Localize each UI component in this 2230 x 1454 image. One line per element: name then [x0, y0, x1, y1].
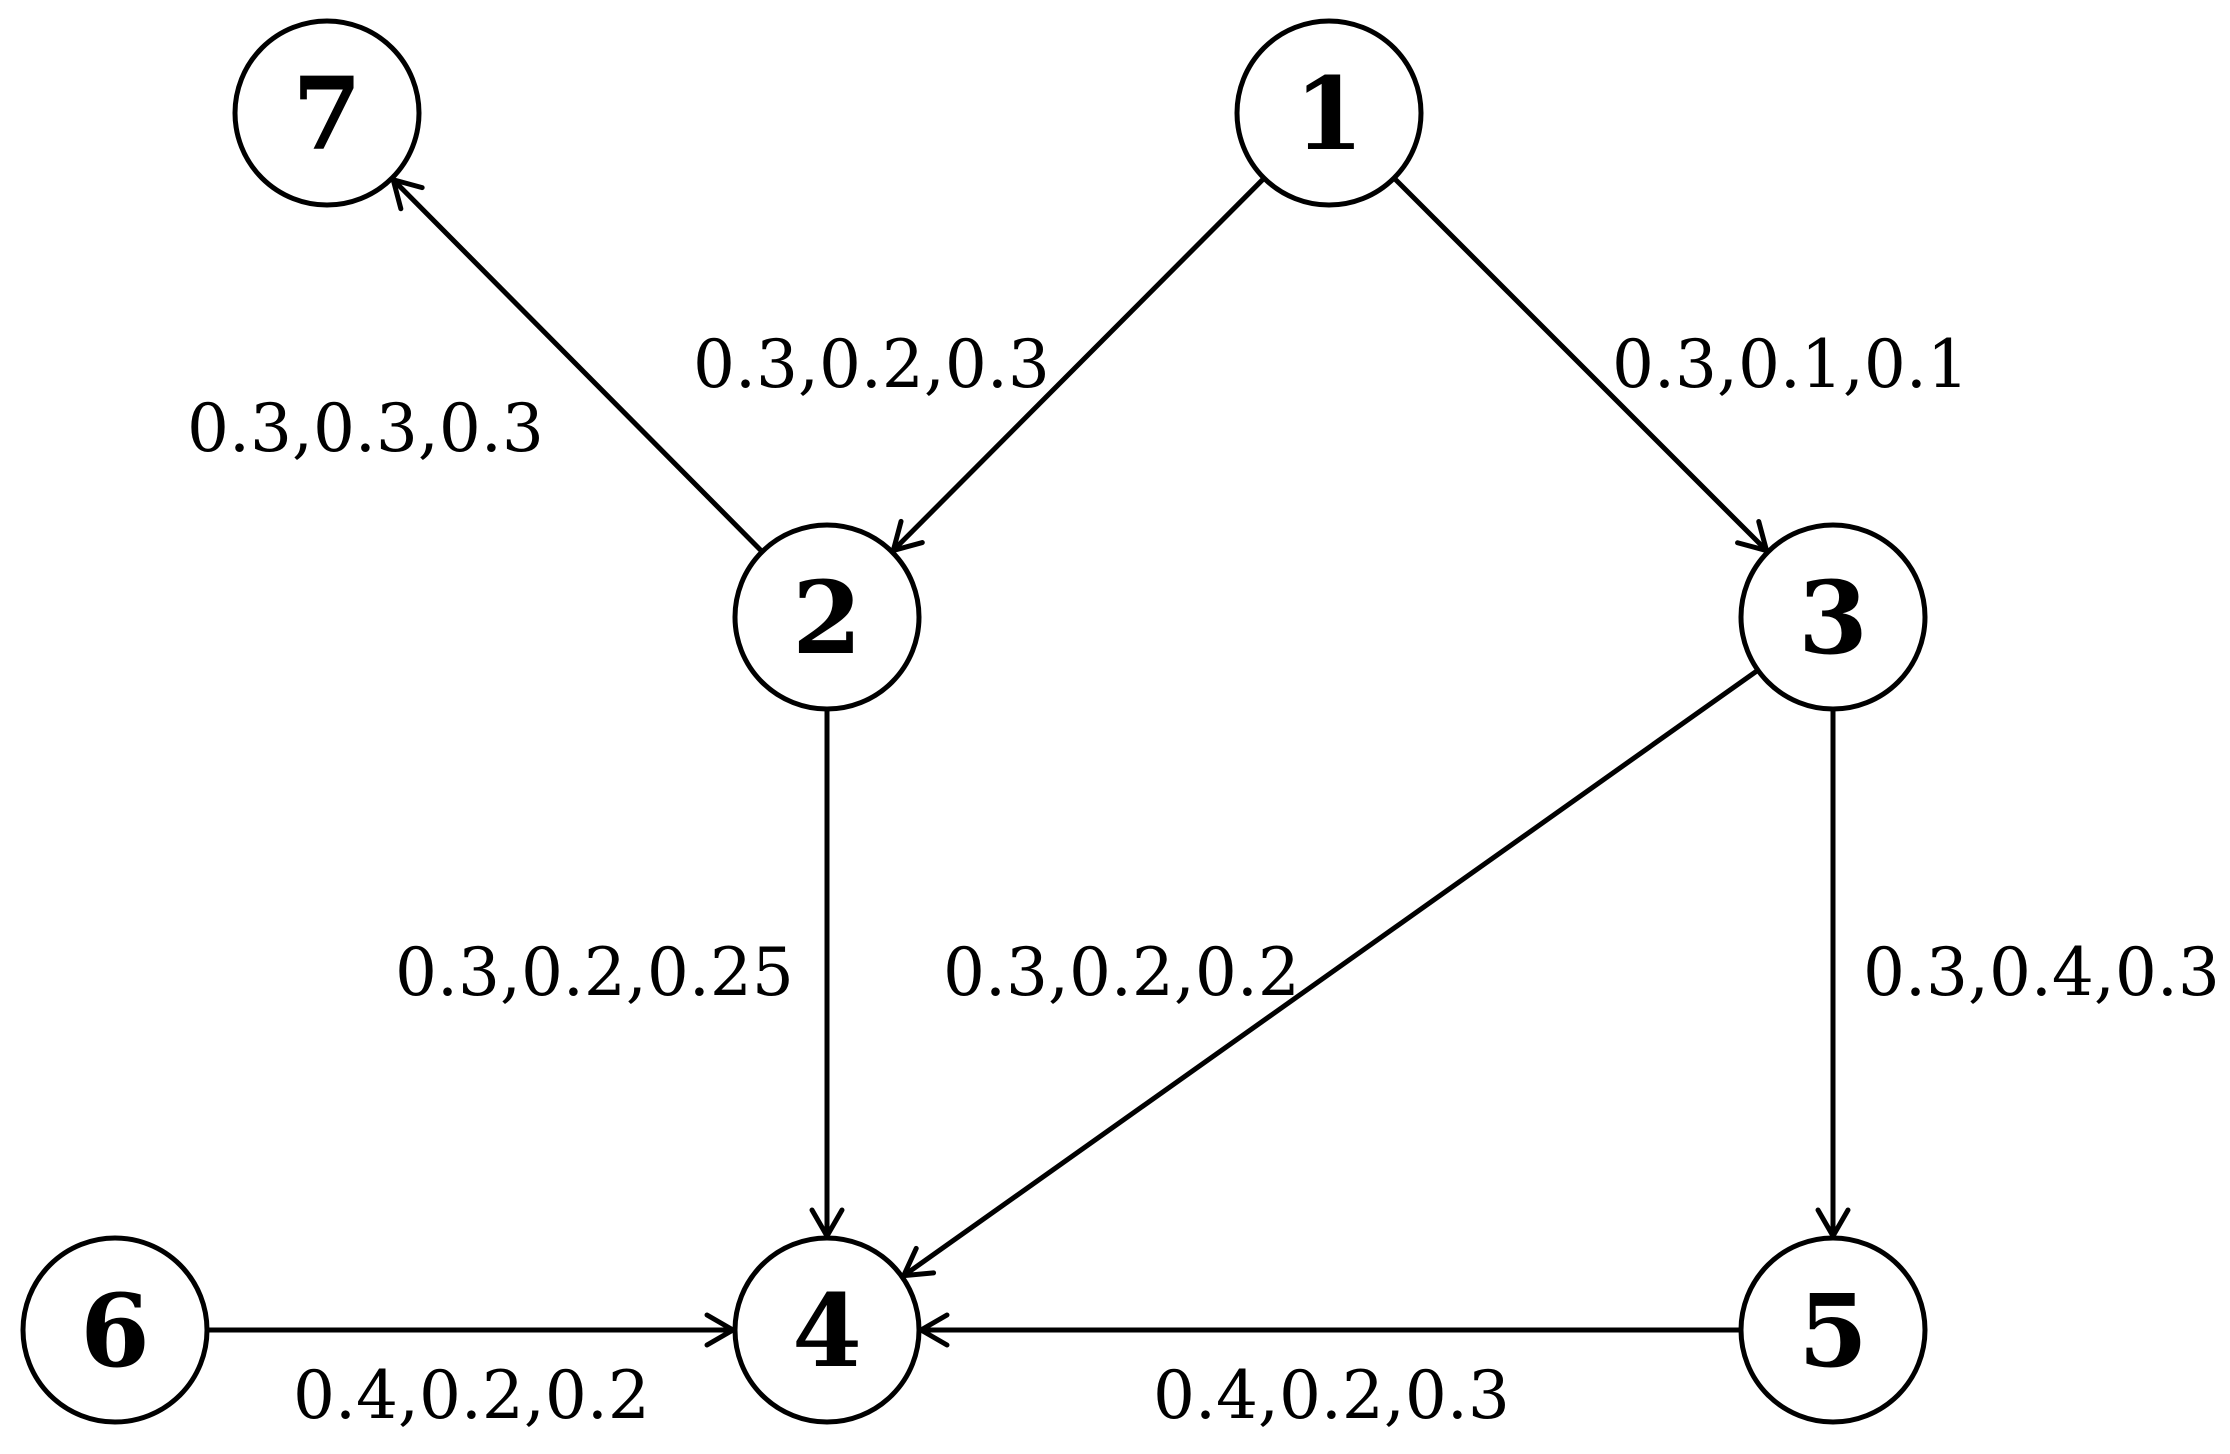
node-circle [1738, 522, 1928, 712]
node-label: 6 [80, 1272, 150, 1390]
edge-label-3-to-5: 0.3,0.4,0.3 [1863, 934, 2220, 1011]
edge-label-1-to-3: 0.3,0.1,0.1 [1612, 326, 1969, 403]
edges-layer [207, 176, 1851, 1348]
edge-6-to-4 [207, 1312, 736, 1348]
edge-line [891, 176, 1266, 553]
node-circle [1738, 1235, 1928, 1425]
edge-3-to-5 [1815, 709, 1851, 1239]
node-circle [732, 522, 922, 712]
edge-label-1-to-2: 0.3,0.2,0.3 [693, 326, 1050, 403]
node-label: 3 [1798, 559, 1868, 677]
node-label: 2 [792, 559, 862, 677]
edge-label-3-to-4: 0.3,0.2,0.2 [943, 934, 1300, 1011]
edge-line [391, 177, 764, 554]
edge-line [902, 668, 1760, 1278]
edge-line [1392, 176, 1769, 553]
node-5: 5 [1738, 1235, 1928, 1425]
node-2: 2 [732, 522, 922, 712]
edge-label-2-to-7: 0.3,0.3,0.3 [187, 390, 544, 467]
node-label: 1 [1294, 55, 1364, 173]
node-circle [1234, 18, 1424, 208]
node-label: 5 [1798, 1272, 1868, 1390]
edge-label-2-to-4: 0.3,0.2,0.25 [395, 934, 794, 1011]
node-circle [732, 1235, 922, 1425]
node-label: 4 [792, 1272, 862, 1390]
edge-5-to-4 [918, 1312, 1741, 1348]
nodes-layer: 1 2 3 4 5 6 7 [20, 18, 1928, 1425]
node-7: 7 [232, 18, 422, 208]
node-circle [232, 18, 422, 208]
node-3: 3 [1738, 522, 1928, 712]
edge-label-6-to-4: 0.4,0.2,0.2 [293, 1357, 650, 1434]
edge-labels-layer: 0.3,0.2,0.3 0.3,0.1,0.1 0.3,0.3,0.3 0.3,0.2… [187, 326, 2220, 1434]
node-4: 4 [732, 1235, 922, 1425]
node-circle [20, 1235, 210, 1425]
node-label: 7 [292, 55, 362, 173]
edge-2-to-4 [809, 709, 845, 1239]
edge-label-5-to-4: 0.4,0.2,0.3 [1153, 1357, 1510, 1434]
node-6: 6 [20, 1235, 210, 1425]
node-1: 1 [1234, 18, 1424, 208]
